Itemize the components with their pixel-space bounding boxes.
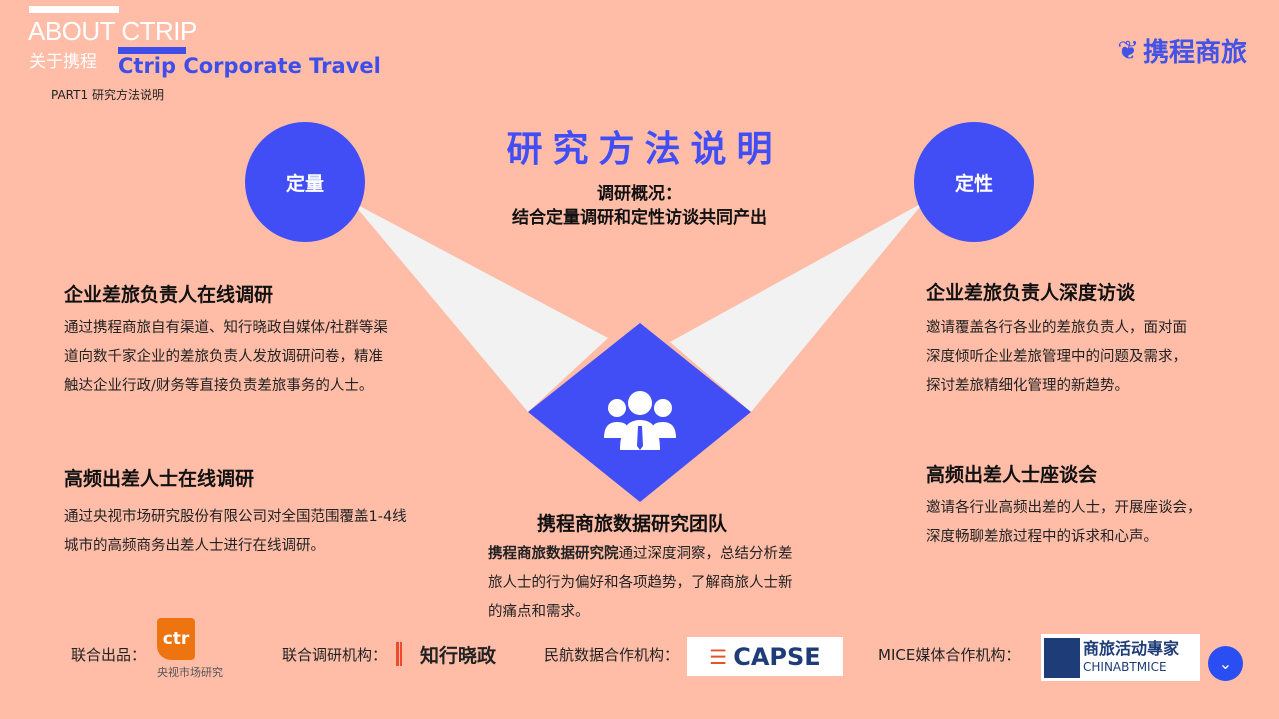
ctr-logo-text: ctr <box>162 629 190 649</box>
brand-name: Ctrip Corporate Travel <box>118 54 381 78</box>
right-beam <box>670 202 924 412</box>
chart-mark-icon <box>1044 637 1080 678</box>
left-beam <box>352 202 608 412</box>
capse-mark-icon: ☰ <box>709 644 728 669</box>
mice-label: MICE媒体合作机构： <box>878 646 1021 664</box>
left-paragraph-2: 通过央视市场研究股份有限公司对全国范围覆盖1-4线城市的高频商务出差人士进行在线… <box>64 503 407 561</box>
subtitle-line-2: 结合定量调研和定性访谈共同产出 <box>512 208 767 228</box>
chevron-down-icon: ⌄ <box>1218 654 1233 673</box>
ctrip-logo: ❦携程商旅 <box>1117 32 1247 69</box>
text-line: 深度倾听企业差旅管理中的问题及需求， <box>926 349 1187 365</box>
part-number: PART1 <box>51 88 89 102</box>
research-label: 联合调研机构： <box>282 646 388 664</box>
text-line: 通过深度洞察，总结分析差 <box>618 546 793 562</box>
text-line: 旅人士的行为偏好和各项趋势，了解商旅人士新 <box>488 575 793 591</box>
qualitative-label: 定性 <box>954 172 993 195</box>
right-heading-1: 企业差旅负责人深度访谈 <box>926 282 1136 304</box>
text-line: 道向数千家企业的差旅负责人发放调研问卷，精准 <box>64 349 383 365</box>
text-line: 的痛点和需求。 <box>488 604 590 620</box>
ctr-logo: ctr <box>157 618 195 660</box>
mice-logo-en: CHINABTMICE <box>1083 659 1167 674</box>
text-line: 通过携程商旅自有渠道、知行晓政自媒体/社群等渠 <box>64 320 388 336</box>
joint-label: 联合出品： <box>71 646 147 664</box>
capse-text: CAPSE <box>733 642 821 671</box>
decor-bar-blue <box>118 47 186 54</box>
about-title: ABOUT CTRIP <box>28 16 197 46</box>
subtitle-line-1: 调研概况： <box>597 184 682 204</box>
logo-text: 携程商旅 <box>1142 38 1247 68</box>
section-label: PART1 研究方法说明 <box>51 86 164 103</box>
mice-logo-cn: 商旅活动專家 <box>1083 638 1180 658</box>
people-group-icon <box>604 391 676 450</box>
about-subtitle: 关于携程 <box>29 52 97 72</box>
aviation-label: 民航数据合作机构： <box>544 646 680 664</box>
quantitative-circle: 定量 <box>245 122 365 242</box>
scroll-down-button[interactable]: ⌄ <box>1208 646 1243 681</box>
team-heading: 携程商旅数据研究团队 <box>537 513 728 535</box>
page-title: 研究方法说明 <box>506 129 783 170</box>
part-title: 研究方法说明 <box>91 88 164 102</box>
text-line: 邀请覆盖各行各业的差旅负责人，面对面 <box>926 320 1187 336</box>
left-heading-1: 企业差旅负责人在线调研 <box>64 284 274 306</box>
text-line: 邀请各行业高频出差的人士，开展座谈会， <box>926 500 1202 516</box>
text-line: 通过央视市场研究股份有限公司对全国范围覆盖1-4线 <box>64 509 407 525</box>
right-heading-2: 高频出差人士座谈会 <box>926 464 1098 486</box>
text-line: 触达企业行政/财务等直接负责差旅事务的人士。 <box>64 378 374 394</box>
dolphin-icon: ❦ <box>1117 35 1139 66</box>
team-bold: 携程商旅数据研究院 <box>488 546 619 562</box>
right-paragraph-1: 邀请覆盖各行各业的差旅负责人，面对面深度倾听企业差旅管理中的问题及需求， 探讨差旅… <box>926 314 1187 401</box>
right-paragraph-2: 邀请各行业高频出差的人士，开展座谈会， 深度畅聊差旅过程中的诉求和心声。 <box>926 494 1202 552</box>
text-line: 深度畅聊差旅过程中的诉求和心声。 <box>926 529 1158 545</box>
decor-bar-white <box>29 6 119 13</box>
quantitative-label: 定量 <box>285 172 324 195</box>
text-line: 城市的高频商务出差人士进行在线调研。 <box>64 538 325 554</box>
team-paragraph: 携程商旅数据研究院通过深度洞察，总结分析差 旅人士的行为偏好和各项趋势，了解商旅… <box>488 540 838 627</box>
zhixing-name: 知行晓政 <box>420 645 497 667</box>
capse-logo: ☰CAPSE <box>687 637 843 676</box>
text-line: 探讨差旅精细化管理的新趋势。 <box>926 378 1129 394</box>
qualitative-circle: 定性 <box>914 122 1034 242</box>
left-heading-2: 高频出差人士在线调研 <box>64 468 255 490</box>
ctr-name: 央视市场研究 <box>157 666 223 679</box>
zhixing-logo <box>396 642 402 666</box>
left-paragraph-1: 通过携程商旅自有渠道、知行晓政自媒体/社群等渠道向数千家企业的差旅负责人发放调研… <box>64 314 388 401</box>
